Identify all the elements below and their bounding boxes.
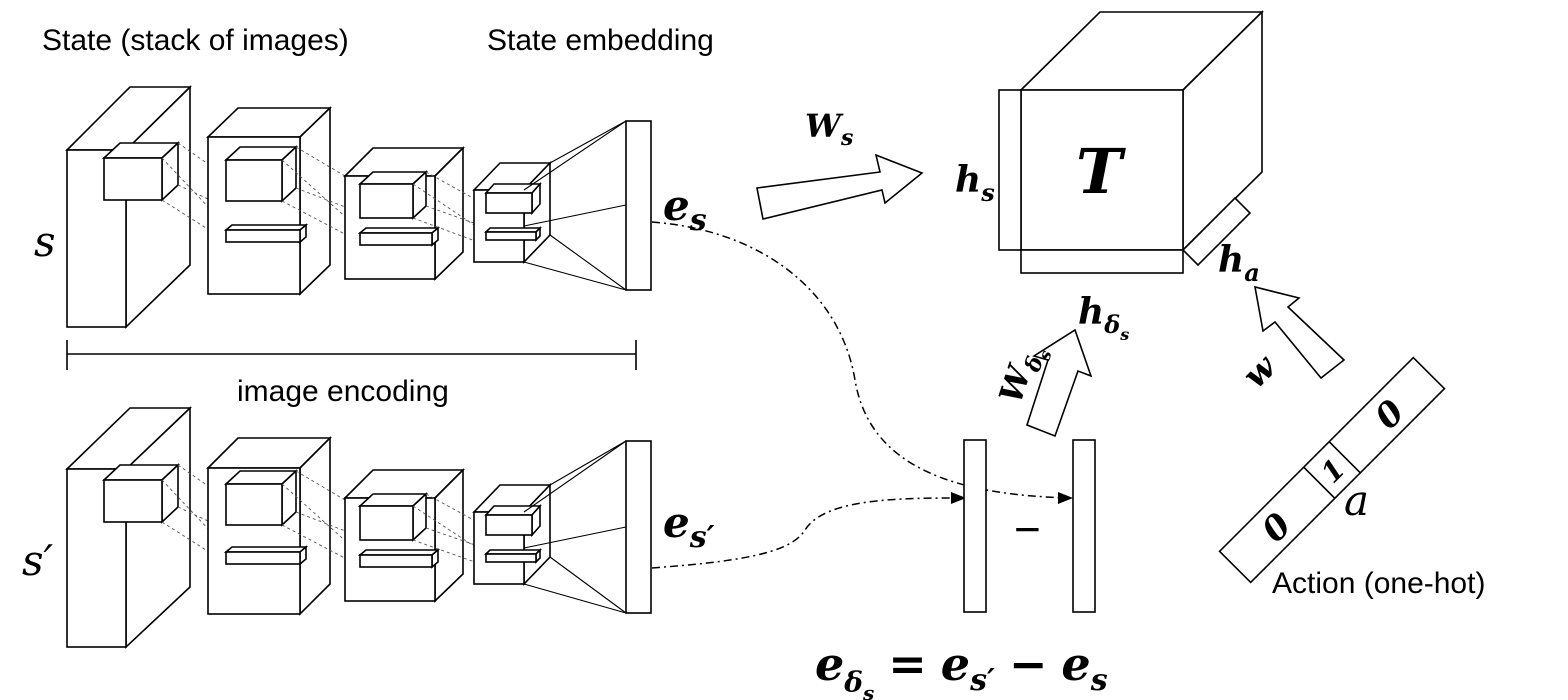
conv-layer-2-bottom: [206, 436, 332, 616]
input-stack-bottom: [65, 406, 192, 649]
diff-bar-left: [963, 439, 987, 613]
flow-es-to-diff: [651, 221, 1071, 499]
hs-slab: [998, 89, 1022, 251]
ha-label: ha: [1218, 239, 1260, 287]
encoder-top: [65, 85, 652, 329]
minus-sign: −: [1014, 503, 1041, 555]
input-stack-top: [65, 85, 192, 329]
tensor-cube: [998, 10, 1264, 274]
arrow-w-delta: [1026, 328, 1093, 438]
embedding-title: State embedding: [487, 24, 714, 57]
encoder-bottom: [65, 406, 652, 649]
embedding-es-label: es: [663, 181, 707, 238]
w-action-label: w: [1235, 346, 1285, 396]
flow-es-arrowhead: [1058, 492, 1073, 504]
embedding-vector-bottom: [625, 440, 652, 614]
image-encoding-label: image encoding: [237, 375, 449, 408]
conv-layer-3-bottom: [343, 468, 465, 603]
state-s-label: s: [34, 217, 56, 266]
ha-slab: [1181, 196, 1252, 267]
image-encoding-bracket: [66, 340, 637, 370]
embedding-vector-top: [625, 120, 652, 291]
flow-esprime-arrowhead: [951, 492, 966, 504]
state-title: State (stack of images): [42, 24, 349, 57]
arrow-ws: [756, 153, 924, 220]
arrow-w-action: [1253, 285, 1346, 380]
ws-label: Ws: [805, 107, 853, 151]
h-delta-label: hδs: [1078, 291, 1129, 344]
action-a-label: a: [1344, 476, 1369, 525]
difference-equation: eδs=es′−es: [815, 637, 1108, 700]
flow-esprime-to-diff: [651, 497, 965, 569]
conv-layer-3-top: [343, 146, 465, 281]
conv-layer-4-bottom: [472, 483, 552, 586]
conv-layer-2-top: [206, 106, 332, 296]
state-s-prime-label: s′: [22, 536, 54, 585]
diff-bar-right: [1072, 439, 1096, 613]
one-hot-vector: 0 1 0: [1218, 356, 1446, 584]
hs-label: hs: [955, 159, 995, 207]
action-title: Action (one-hot): [1272, 567, 1485, 600]
conv-layer-4-top: [472, 161, 552, 264]
h-delta-slab: [1020, 249, 1184, 274]
embedding-es-prime-label: es′: [663, 498, 715, 555]
tensor-T-label: T: [1076, 135, 1126, 208]
